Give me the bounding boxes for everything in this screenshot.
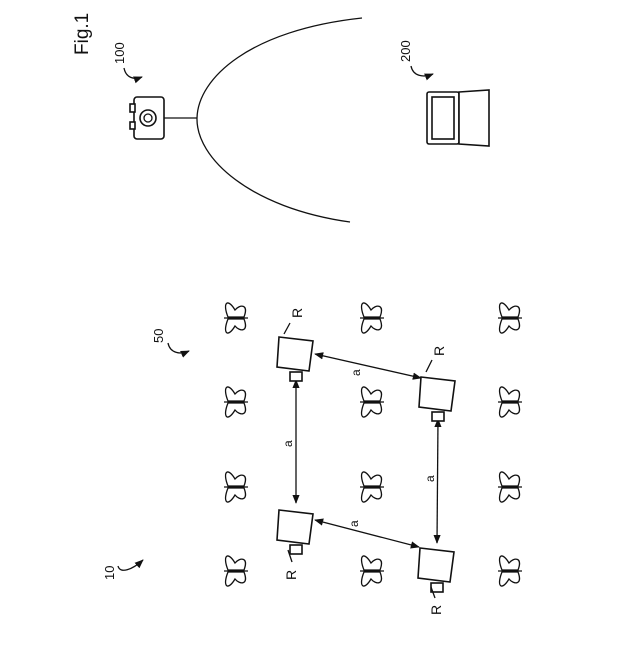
plant-icon [224,556,248,586]
distance-label: a [423,475,437,482]
system-leader [118,560,143,570]
plant-icon [360,556,384,586]
robot-label: R [428,605,444,615]
terminal-label: 200 [398,40,413,62]
distance-arrow [315,520,419,547]
camera-label: 100 [112,42,127,64]
plant-icon [498,303,522,333]
robot-icon [277,337,313,381]
distance-label: a [347,520,361,527]
distance-arrows [296,354,438,547]
plant-grid [224,303,522,586]
camera-leader [124,68,142,78]
system-label: 10 [102,566,117,580]
plant-icon [498,387,522,417]
plant-icon [498,472,522,502]
robot-icon [419,377,455,421]
plant-icon [224,303,248,333]
distance-label: a [349,369,363,376]
plant-icon [360,387,384,417]
distance-label: a [281,440,295,447]
robot-icon [418,548,454,592]
field-leader [168,343,189,353]
robot-label: R [289,308,305,318]
field-label: 50 [151,329,166,343]
robot-label: R [431,346,447,356]
camera-field-of-view [197,18,362,222]
plant-icon [360,472,384,502]
camera-icon [130,97,197,139]
plant-icon [224,387,248,417]
distance-arrow [315,354,421,378]
distance-arrow [437,419,438,543]
figure-title: Fig.1 [72,13,93,55]
plant-icon [224,472,248,502]
plant-icon [360,303,384,333]
laptop-icon [427,90,489,146]
terminal-leader [411,66,433,76]
robot-icon [277,510,313,554]
robot-label: R [283,570,299,580]
plant-icon [498,556,522,586]
